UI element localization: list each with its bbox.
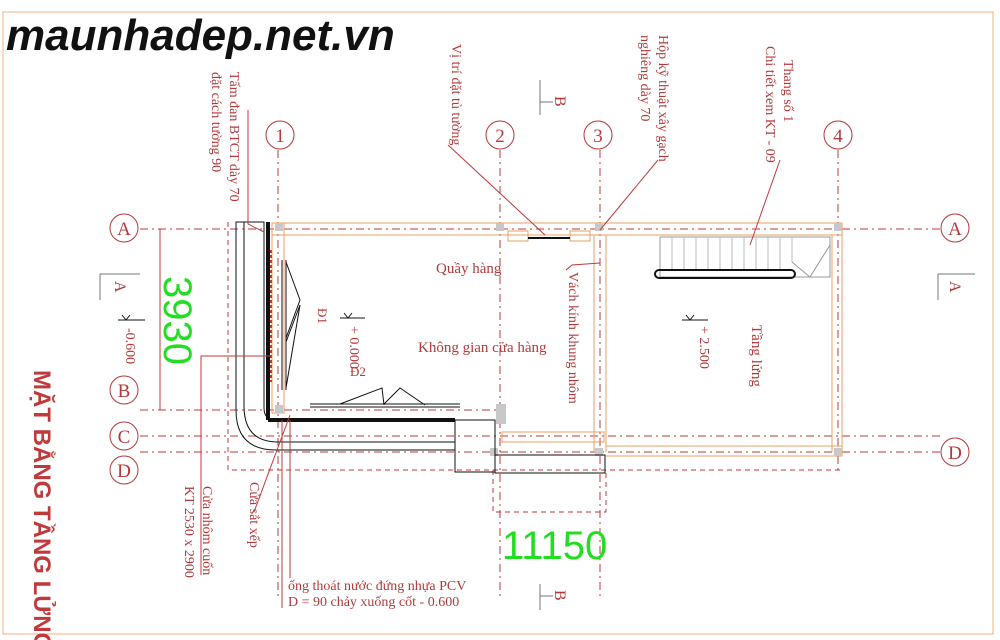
note-slab-line1: Tấm đan BTCT dày 70 [226,72,241,202]
grid-bubble-d-right [940,437,970,467]
room-label-mezzanine: Tầng lửng [748,325,764,387]
section-label-a-right: A [946,281,963,293]
note-rolling-door-line2: KT 2530 x 2900 [181,486,196,578]
grid-label-d-right: D [948,443,962,464]
level-marks [118,312,708,321]
dimension-overall-length: 11150 [502,524,607,568]
grid-bubble-3 [583,120,613,150]
door-label-d1: Đ1 [315,308,330,324]
walls [235,221,843,474]
stair-1 [654,236,831,279]
door-d2 [310,387,460,408]
sheet-border [2,11,994,635]
note-tech-box-line1: Hộp kỹ thuật xây gạch [655,35,670,162]
grid-bubble-2 [485,120,515,150]
note-drain-line1: ống thoát nước đứng nhựa PCV [288,579,466,594]
section-label-b-bottom: B [551,590,568,601]
dimension-depth: 3930 [155,276,199,365]
grid-label-4: 4 [833,126,843,147]
sheet-title: MẶT BẰNG TẦNG LỬNG [28,370,57,640]
grid-label-2: 2 [495,126,505,147]
section-markers [99,80,975,610]
grid-bubble-4 [823,120,853,150]
room-label-counter: Quầy hàng [436,261,502,277]
outer-boundary [227,222,840,513]
watermark-text: maunhadep.net.vn [6,11,395,60]
section-label-a-left: A [111,281,128,293]
grid-label-a-right: A [948,219,962,240]
grid-bubble-d-left [109,455,139,485]
grid-bubble-a-left [109,213,139,243]
grid-label-d-left: D [117,461,131,482]
level-sidewalk: -0.600 [122,328,137,364]
grid-bubble-1 [265,120,295,150]
grid-bubble-a-right [940,213,970,243]
room-label-shop-space: Không gian cửa hàng [418,340,547,356]
grid-label-a-left: A [117,219,131,240]
note-wardrobe: Vị trí đặt tủ tường [448,44,463,145]
grid-bubble-c [109,421,139,451]
leader-lines [200,110,781,608]
level-shop-floor: + 0.000 [346,326,361,369]
door-d1 [281,260,301,390]
note-slab-line2: đặt cách tường 90 [208,72,223,172]
grid-label-1: 1 [275,126,285,147]
grid-label-b: B [118,381,131,402]
grid-bubble-b [109,375,139,405]
grid-label-c: C [118,427,131,448]
note-steel-door: Cửa sắt xếp [246,482,261,548]
level-mezzanine: + 2.500 [696,326,711,369]
door-label-d2: Đ2 [350,364,366,379]
grid-bubbles [109,120,970,485]
note-rolling-door-line1: Cửa nhôm cuốn [199,486,214,575]
grid-label-3: 3 [593,126,603,147]
note-tech-box-line2: nghiêng dày 70 [637,35,652,121]
section-label-b-top: B [551,96,568,107]
note-stair-line1: Thang số 1 [780,60,795,122]
note-glass: Vách kính khung nhôm [565,272,580,404]
note-stair-line2: Chi tiết xem KT - 09 [762,46,777,163]
note-drain-line2: D = 90 chảy xuống cốt - 0.600 [288,595,459,610]
